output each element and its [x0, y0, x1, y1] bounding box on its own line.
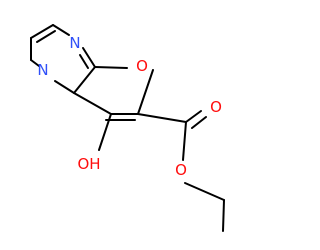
bonds [30, 24, 225, 232]
molecule-structure-diagram: N N O O O OH [30, 24, 225, 232]
bond-carbonyl-c-to-o-ester [182, 121, 187, 161]
bond-o-ester-to-ch2 [184, 182, 225, 201]
atom-n-left: N [37, 61, 48, 79]
atom-o-ring: O [136, 57, 148, 75]
bond-c3-to-c3a [73, 92, 112, 115]
bond-n-left-to-c3a [54, 80, 75, 94]
bond-n-top-to-c7a [82, 47, 96, 68]
bond-carbonyl-double-a [185, 110, 202, 123]
atom-hydroxyl: OH [77, 155, 100, 173]
bond-c-top-left-to-c-top-inner [36, 30, 56, 43]
bond-c3a-to-c7a [73, 66, 96, 94]
bond-c-top-to-n-top [52, 24, 70, 36]
atom-o-ester: O [175, 161, 187, 179]
bond-ch2-to-ch3 [222, 199, 225, 232]
bond-carbonyl-double-b [191, 116, 207, 129]
bond-n-top-to-c7a-inner [79, 54, 89, 69]
bond-c3-to-hydroxyl [98, 113, 112, 151]
bond-c-top-left-to-c-top [30, 24, 54, 39]
bond-c7a-to-o-ring [94, 66, 128, 69]
atom-labels: N N O O O OH [37, 34, 222, 179]
atom-n-top: N [69, 34, 80, 52]
bond-c-left-to-n-left [30, 59, 40, 67]
bond-o-ring-to-c2 [137, 69, 154, 115]
bond-c2-to-carbonyl-c [137, 113, 187, 123]
atom-o-carbonyl: O [210, 98, 222, 116]
